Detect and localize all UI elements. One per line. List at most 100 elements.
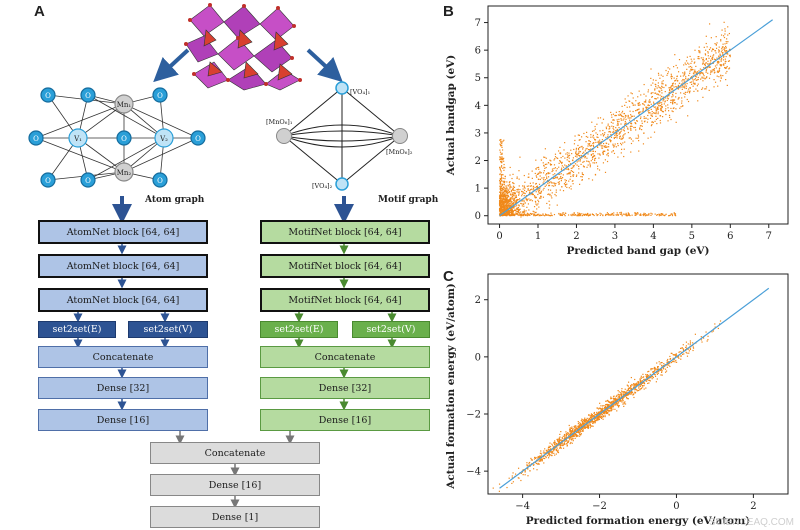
data-point xyxy=(499,177,501,180)
data-point xyxy=(723,63,725,65)
split-arrows xyxy=(153,48,343,83)
atom-node-o2 xyxy=(80,87,96,103)
data-point xyxy=(668,364,670,366)
data-point xyxy=(561,214,563,216)
data-point xyxy=(666,95,668,97)
data-point xyxy=(661,365,663,367)
data-point xyxy=(631,390,633,392)
data-point xyxy=(512,213,514,215)
data-point xyxy=(691,60,693,62)
data-point xyxy=(607,406,609,408)
data-point xyxy=(668,110,670,112)
data-point xyxy=(658,361,660,363)
data-point xyxy=(668,215,670,217)
data-point xyxy=(510,211,512,214)
data-point xyxy=(697,100,699,102)
data-point xyxy=(659,104,662,107)
data-point xyxy=(535,182,537,185)
data-point xyxy=(697,56,699,58)
data-point xyxy=(504,205,506,207)
data-point xyxy=(629,126,631,128)
data-point xyxy=(687,100,690,103)
data-point xyxy=(579,155,581,157)
data-point xyxy=(713,54,715,56)
data-point xyxy=(721,47,723,50)
data-point xyxy=(564,433,566,436)
data-point xyxy=(501,143,503,145)
data-point xyxy=(610,133,612,136)
data-point xyxy=(630,388,632,390)
data-point xyxy=(630,142,633,145)
data-point xyxy=(690,69,692,71)
data-point xyxy=(691,83,693,85)
data-point xyxy=(644,215,647,217)
data-point xyxy=(535,203,537,205)
data-point xyxy=(698,50,700,52)
data-point xyxy=(512,182,514,184)
data-point xyxy=(569,171,571,173)
data-point xyxy=(579,214,581,216)
data-point xyxy=(586,131,588,134)
data-point xyxy=(661,106,663,108)
data-point xyxy=(577,144,579,147)
data-point xyxy=(638,102,641,104)
data-point xyxy=(615,398,617,400)
data-point xyxy=(623,134,625,136)
data-point xyxy=(521,190,523,193)
data-point xyxy=(618,397,620,400)
y-tick-label: 0 xyxy=(475,352,481,363)
data-point xyxy=(612,400,614,402)
data-point xyxy=(548,445,550,447)
data-point xyxy=(549,172,551,174)
data-point xyxy=(520,479,522,482)
data-point xyxy=(599,154,601,156)
data-point xyxy=(532,188,535,190)
data-point xyxy=(569,172,571,174)
data-point xyxy=(597,415,599,417)
data-point xyxy=(608,410,610,413)
data-point xyxy=(726,42,728,44)
data-point xyxy=(681,353,684,355)
data-point xyxy=(694,78,697,80)
data-point xyxy=(542,172,545,174)
data-point xyxy=(607,399,609,402)
data-point xyxy=(579,160,581,162)
data-point xyxy=(548,185,550,187)
data-point xyxy=(614,397,617,399)
data-point xyxy=(506,205,508,207)
data-point xyxy=(547,449,550,451)
data-point xyxy=(520,211,522,213)
data-point xyxy=(719,67,721,69)
data-point xyxy=(526,214,528,216)
data-point xyxy=(650,214,652,216)
data-point xyxy=(524,202,526,204)
data-point xyxy=(619,114,621,117)
data-point xyxy=(502,206,504,208)
data-point xyxy=(651,115,653,117)
data-point xyxy=(628,392,630,394)
atom-set2set-edge: set2set(E) xyxy=(38,321,116,338)
data-point xyxy=(532,468,535,470)
data-point xyxy=(599,214,601,216)
data-point xyxy=(512,207,514,209)
data-point xyxy=(624,401,626,403)
data-point xyxy=(500,206,502,208)
data-point xyxy=(627,131,629,134)
data-point xyxy=(653,373,655,376)
data-point xyxy=(639,385,642,387)
data-point xyxy=(594,422,596,424)
data-point xyxy=(647,89,650,91)
data-point xyxy=(635,214,637,216)
data-point xyxy=(620,394,623,396)
data-point xyxy=(607,153,609,155)
data-point xyxy=(723,21,725,23)
data-point xyxy=(499,209,501,212)
data-point xyxy=(509,206,511,208)
atom-node-label-o6: O xyxy=(195,135,201,143)
data-point xyxy=(520,472,522,475)
data-point xyxy=(517,213,519,215)
data-point xyxy=(669,365,671,368)
data-point xyxy=(620,152,622,154)
data-point xyxy=(654,89,656,91)
data-point xyxy=(553,167,555,170)
